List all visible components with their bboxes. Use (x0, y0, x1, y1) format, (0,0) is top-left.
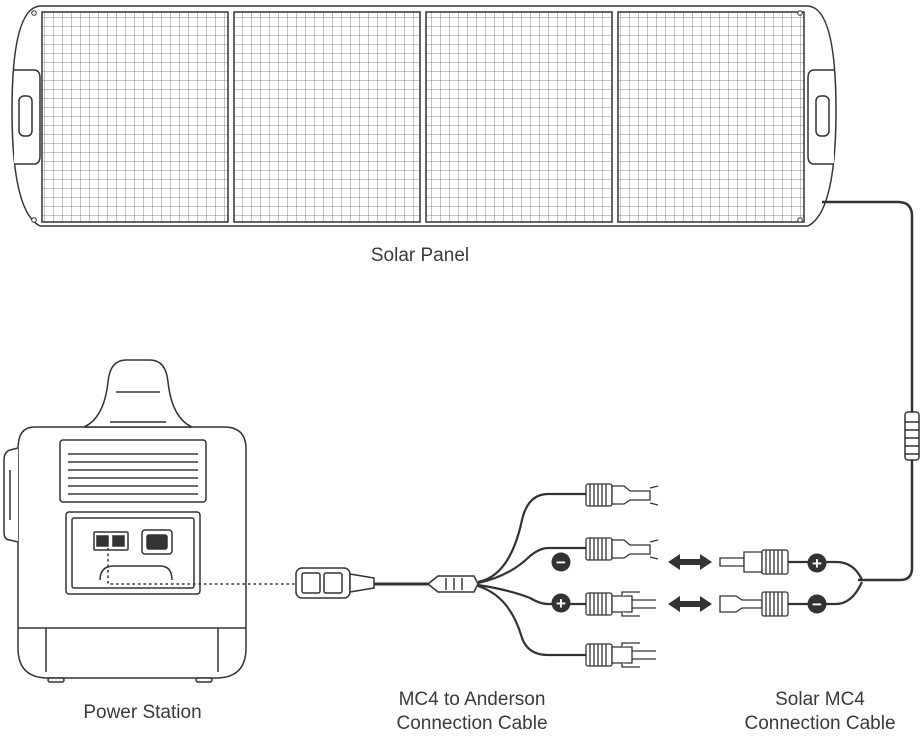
polarity-badge-minus-left: − (551, 552, 571, 572)
vent-grille (68, 450, 198, 496)
port-cover (99, 565, 173, 581)
panel-corner-screws (31, 10, 803, 223)
side-handle (3, 447, 19, 543)
svg-text:+: + (812, 554, 822, 573)
solar-cell-block-2 (233, 11, 421, 223)
mc4-connector-4 (585, 642, 656, 668)
mc4-anderson-label-line2: Connection Cable (396, 713, 548, 734)
svg-text:+: + (556, 594, 566, 613)
double-arrow-bottom (668, 596, 712, 612)
mc4-anderson-cable-label: MC4 to Anderson Connection Cable (362, 688, 582, 736)
solar-mc4-label-line2: Connection Cable (744, 713, 896, 734)
panel-handle-left (14, 69, 41, 165)
power-station-feet (47, 677, 213, 683)
power-station-label: Power Station (83, 702, 202, 723)
solar-cell-block-3 (425, 11, 613, 223)
panel-handle-right (807, 69, 834, 165)
mc4-anderson-label-line1: MC4 to Anderson (398, 689, 546, 710)
anderson-input-port (93, 531, 129, 551)
mc4-branch-cables (477, 492, 586, 657)
solar-panel-label: Solar Panel (370, 245, 470, 266)
anderson-plug (295, 567, 375, 599)
solar-panel (11, 5, 837, 227)
solar-mc4-cables (788, 560, 864, 606)
svg-text:−: − (812, 595, 822, 614)
solar-mc4-connector-bottom (719, 591, 789, 617)
mc4-connector-2 (585, 537, 659, 561)
power-station (3, 359, 247, 683)
polarity-badge-plus-right: + (807, 553, 827, 573)
double-arrow-top (668, 554, 712, 570)
port-panel-inner (71, 517, 195, 589)
power-station-handle (83, 359, 193, 428)
polarity-badge-plus-left: + (551, 593, 571, 613)
solar-cell-block-4 (617, 11, 805, 223)
power-station-base (18, 627, 246, 672)
solar-cell-block-1 (41, 11, 229, 223)
svg-text:−: − (556, 553, 566, 572)
mc4-connector-1 (585, 483, 659, 507)
solar-mc4-label-line1: Solar MC4 (775, 689, 865, 710)
inline-fuse (904, 411, 920, 461)
mc4-connector-3 (585, 591, 656, 617)
solar-output-cable (822, 200, 914, 582)
solar-mc4-connector-top (719, 549, 789, 575)
solar-mc4-cable-label: Solar MC4 Connection Cable (715, 688, 924, 736)
internal-dotted-route (107, 548, 296, 585)
cable-y-splitter (426, 575, 479, 593)
polarity-badge-minus-right: − (807, 594, 827, 614)
ac-outlet (141, 529, 173, 555)
